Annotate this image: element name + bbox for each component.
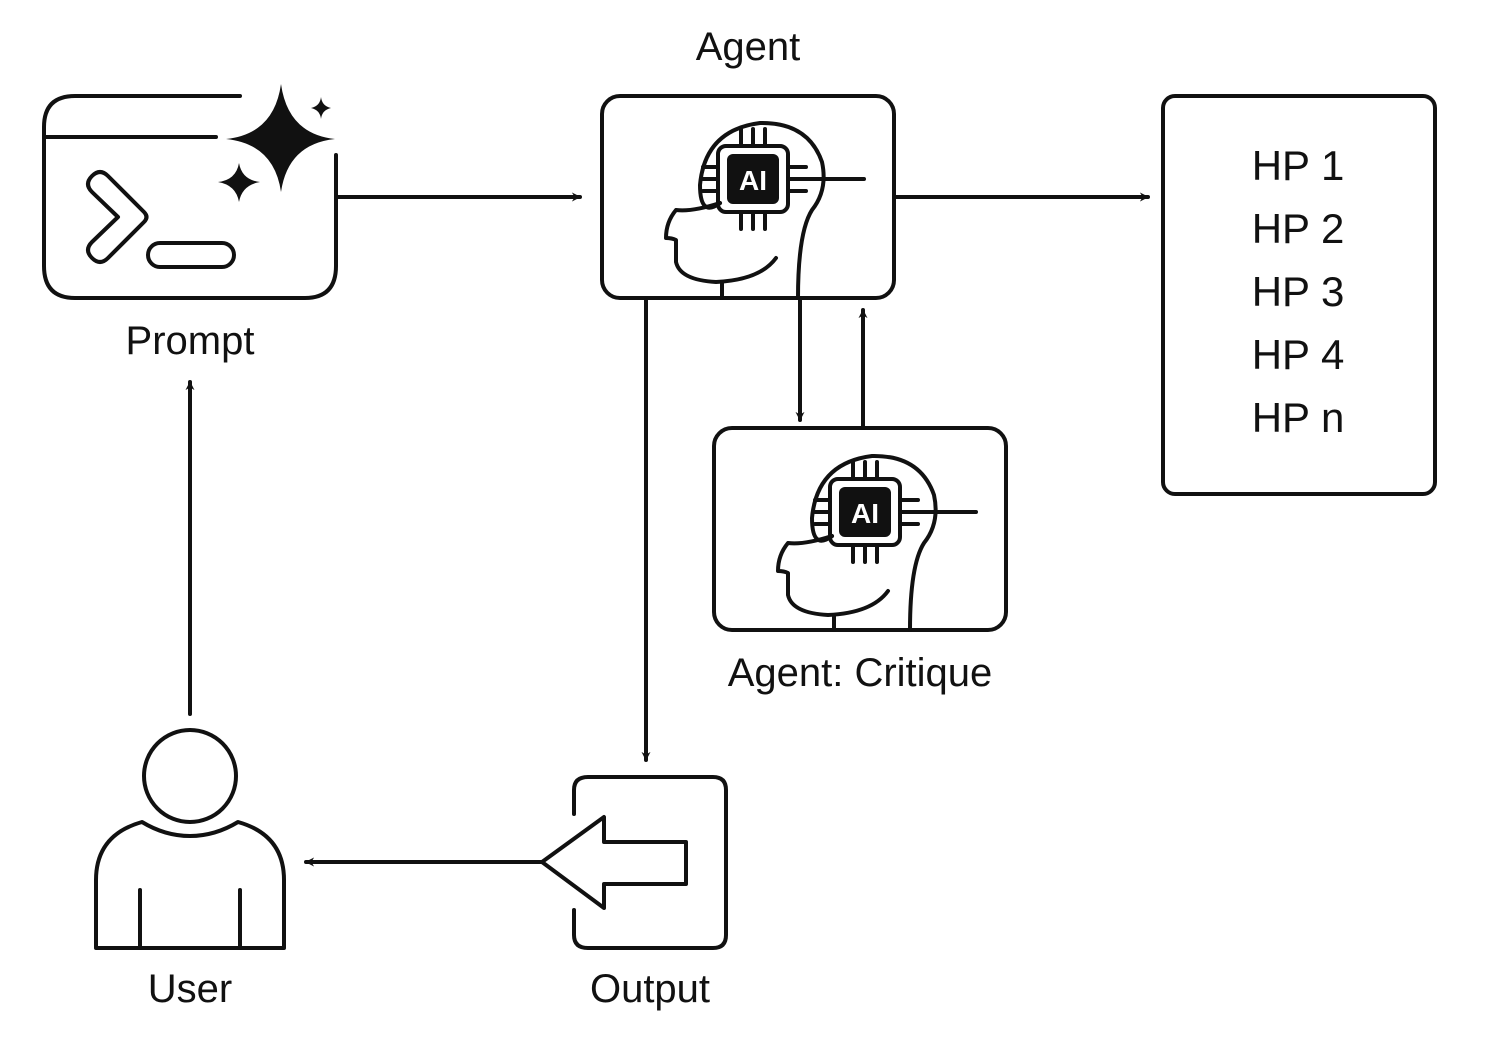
hp-list-node[interactable]: HP 1 HP 2 HP 3 HP 4 HP n <box>1161 94 1437 496</box>
prompt-node[interactable]: Prompt <box>42 84 338 363</box>
hp-item: HP 2 <box>1252 205 1345 252</box>
hp-item: HP 4 <box>1252 331 1345 378</box>
hp-item: HP n <box>1252 394 1345 441</box>
ai-head-icon: AI <box>776 453 978 632</box>
critique-node[interactable]: AI Agent: Critique <box>712 426 1008 695</box>
agent-chip-text: AI <box>739 165 767 196</box>
prompt-label: Prompt <box>126 319 255 363</box>
user-label: User <box>148 967 232 1011</box>
agent-node[interactable]: Agent AI <box>600 25 896 300</box>
edges <box>185 192 1150 867</box>
critique-chip-text: AI <box>851 498 879 529</box>
critique-box <box>712 426 1008 632</box>
output-label: Output <box>590 967 710 1011</box>
hp-list-box <box>1161 94 1437 496</box>
critique-label: Agent: Critique <box>728 651 993 695</box>
output-node[interactable]: Output <box>540 775 728 1011</box>
output-arrow-icon <box>540 775 728 950</box>
hp-item: HP 3 <box>1252 268 1345 315</box>
ai-head-icon: AI <box>664 120 866 300</box>
user-node[interactable]: User <box>94 728 286 1011</box>
agent-label: Agent <box>696 25 801 69</box>
hp-item: HP 1 <box>1252 142 1345 189</box>
terminal-sparkle-icon <box>42 84 338 300</box>
user-icon <box>94 728 286 950</box>
